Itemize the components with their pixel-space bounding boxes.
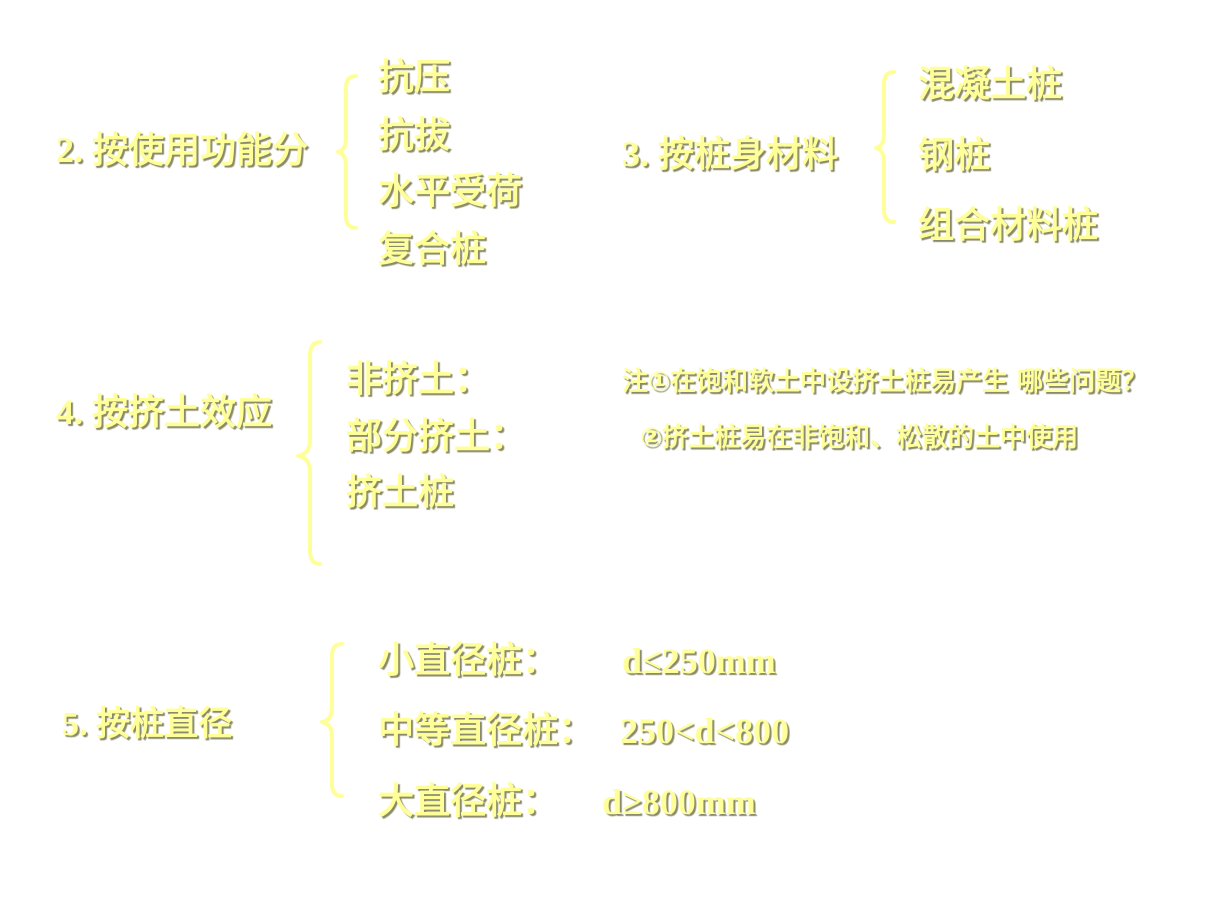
section3-item-composite-material-pile: 组合材料桩 bbox=[918, 205, 1099, 246]
section2-heading: 2. 按使用功能分 bbox=[56, 130, 309, 170]
section4-note-2: ②挤土桩易在非饱和、松散的土中使用 bbox=[640, 423, 1079, 453]
section5-medium-diameter-value: 250<d<800 bbox=[620, 711, 790, 751]
section2-item-uplift: 抗拔 bbox=[378, 115, 451, 156]
section3-brace bbox=[874, 70, 896, 224]
section4-brace bbox=[296, 340, 322, 566]
section4-item-partial-displacement: 部分挤土： bbox=[346, 416, 527, 457]
section5-brace bbox=[320, 642, 344, 798]
section4-heading: 4. 按挤土效应 bbox=[56, 392, 273, 432]
section3-item-steel-pile: 钢桩 bbox=[918, 135, 991, 176]
section3-item-concrete-pile: 混凝土桩 bbox=[918, 64, 1063, 105]
section5-medium-diameter-label: 中等直径桩： bbox=[378, 710, 595, 751]
section4-note-1: 注①在饱和软土中设挤土桩易产生 哪些问题？ bbox=[622, 367, 1148, 397]
section2-brace bbox=[336, 74, 358, 230]
section5-small-diameter-label: 小直径桩： bbox=[378, 640, 559, 681]
section5-heading: 5. 按桩直径 bbox=[62, 706, 232, 743]
section4-item-displacement-pile: 挤土桩 bbox=[346, 472, 455, 513]
section2-item-composite: 复合桩 bbox=[378, 229, 487, 270]
section5-small-diameter-value: d≤250mm bbox=[622, 641, 776, 681]
section4-item-non-displacement: 非挤土： bbox=[346, 359, 491, 400]
section5-large-diameter-value: d≥800mm bbox=[602, 782, 756, 822]
section5-large-diameter-label: 大直径桩： bbox=[378, 781, 559, 822]
section3-heading: 3. 按桩身材料 bbox=[622, 134, 839, 174]
section2-item-compression: 抗压 bbox=[378, 57, 451, 98]
section2-item-lateral: 水平受荷 bbox=[378, 171, 523, 212]
